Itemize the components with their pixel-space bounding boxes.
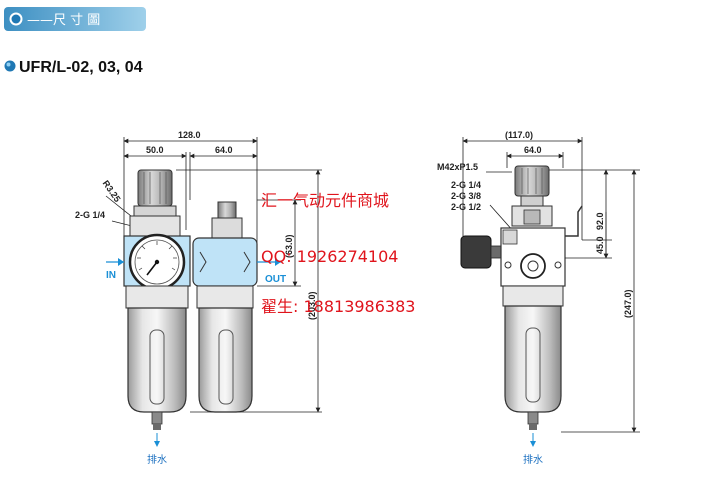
- left-dimensions-vertical: [176, 169, 322, 413]
- lubricator-bowl: [198, 307, 253, 413]
- left-lower-collar: [125, 285, 189, 309]
- dim-total-height-left: (203.0): [307, 291, 317, 320]
- left-drain-arrow-icon: [154, 433, 160, 447]
- dim-total-height-right: (247.0): [623, 289, 633, 318]
- bracket-lever: [563, 205, 583, 237]
- dim-left-width: 50.0: [146, 145, 164, 155]
- right-regulator-knob: [511, 165, 553, 227]
- right-body-block: [500, 227, 566, 307]
- model-subtitle: UFR/L-02, 03, 04: [19, 59, 143, 76]
- subtitle-bullet-icon: [4, 60, 16, 72]
- subtitle-bullet-highlight-icon: [6, 62, 11, 67]
- left-dimensions-top: [123, 137, 258, 248]
- header-bar: [4, 7, 146, 31]
- right-view: (117.0) 64.0 M42xP1.5 2-G 1/4 2-G 3/8 2-…: [437, 130, 640, 466]
- dim-body-width-right: 64.0: [524, 145, 542, 155]
- watermark-shop: 汇一气动元件商城: [261, 191, 389, 210]
- right-lower-collar: [196, 285, 254, 309]
- side-gauge-icon: [460, 235, 502, 269]
- dim-thread: M42xP1.5: [437, 162, 478, 172]
- lubricator-top: [211, 201, 243, 239]
- dim-port-left: 2-G 1/4: [75, 210, 105, 220]
- dim-upper-height: (63.0): [284, 234, 294, 258]
- right-dimensions-top: [462, 137, 583, 240]
- dim-height-92: 92.0: [595, 212, 605, 230]
- dim-overall-width-right: (117.0): [505, 130, 533, 140]
- right-bowl: [504, 305, 562, 430]
- header-title: ——尺 寸 圖: [27, 13, 100, 28]
- right-drain-label: 排水: [523, 453, 543, 466]
- model-subtitle-group: UFR/L-02, 03, 04: [4, 59, 143, 76]
- outlet-arrow-icon: [257, 258, 281, 266]
- left-drain-label: 排水: [147, 453, 167, 466]
- dim-height-45: 45.0: [595, 236, 605, 254]
- header-bullet-inner-icon: [11, 14, 21, 24]
- outlet-label: OUT: [265, 274, 286, 285]
- watermark: 汇一气动元件商城 QQ: 1926274104 翟生: 18813986383: [261, 191, 415, 316]
- pressure-gauge-icon: [128, 233, 186, 291]
- dim-port-1: 2-G 1/4: [451, 180, 481, 190]
- regulator-knob: [129, 169, 181, 237]
- right-dimensions-vertical: [549, 169, 640, 433]
- inlet-arrow-icon: [106, 258, 124, 266]
- dim-port-3: 2-G 1/2: [451, 202, 481, 212]
- inlet-label: IN: [106, 270, 116, 281]
- watermark-qq: QQ: 1926274104: [261, 247, 398, 266]
- filter-bowl: [127, 307, 187, 430]
- dim-right-width: 64.0: [215, 145, 233, 155]
- section-header: ——尺 寸 圖: [4, 7, 146, 31]
- right-drain-arrow-icon: [530, 433, 536, 447]
- watermark-contact: 翟生: 18813986383: [261, 297, 415, 316]
- dim-port-2: 2-G 3/8: [451, 191, 481, 201]
- dim-overall-width: 128.0: [178, 130, 201, 140]
